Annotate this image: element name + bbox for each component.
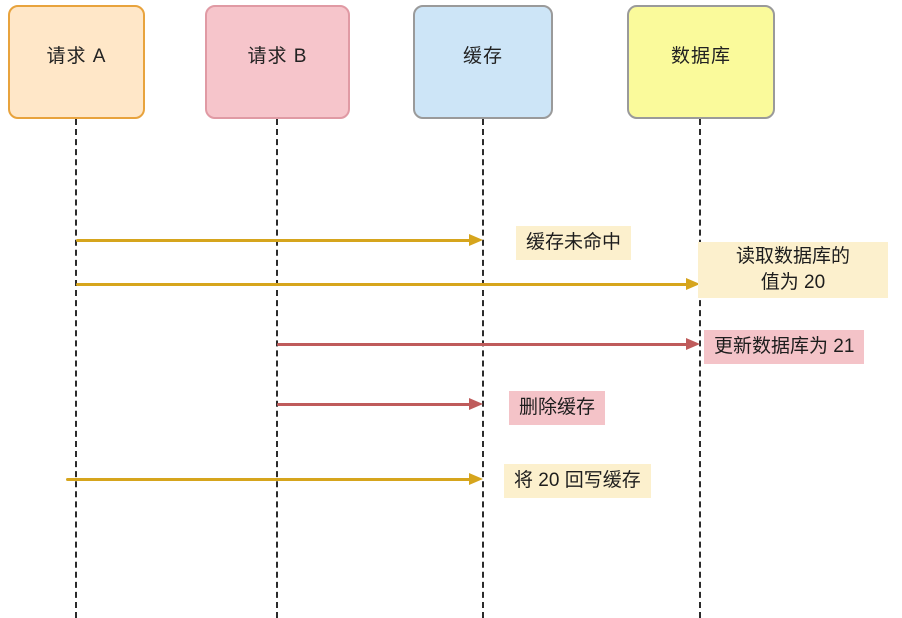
lifeline-database	[699, 119, 701, 618]
arrowhead-right-icon	[686, 278, 700, 290]
arrow-shaft	[277, 343, 689, 346]
actor-cache-label: 缓存	[462, 46, 503, 67]
message-arrow-cache-miss	[76, 234, 483, 247]
lifeline-request-b	[276, 119, 278, 618]
message-arrow-write-back-cache	[66, 473, 483, 486]
message-label-write-back-cache: 将 20 回写缓存	[504, 464, 651, 498]
lifeline-cache	[482, 119, 484, 618]
arrow-shaft	[76, 283, 689, 286]
arrow-shaft	[277, 403, 472, 406]
arrowhead-right-icon	[469, 234, 483, 246]
actor-request-b-label: 请求 B	[247, 46, 308, 67]
arrowhead-right-icon	[469, 398, 483, 410]
actor-cache: 缓存	[413, 5, 553, 119]
message-label-update-database: 更新数据库为 21	[704, 330, 865, 364]
actor-request-a: 请求 A	[8, 5, 145, 119]
arrow-shaft	[76, 239, 472, 242]
actor-database-label: 数据库	[670, 46, 731, 67]
actor-request-a-label: 请求 A	[46, 46, 107, 67]
arrow-shaft	[66, 478, 472, 481]
lifeline-request-a	[75, 119, 77, 618]
message-label-delete-cache: 删除缓存	[509, 391, 606, 425]
actor-database: 数据库	[627, 5, 775, 119]
arrowhead-right-icon	[469, 473, 483, 485]
message-label-cache-miss: 缓存未命中	[516, 226, 632, 260]
actor-request-b: 请求 B	[205, 5, 350, 119]
message-label-read-database: 读取数据库的 值为 20	[698, 242, 888, 298]
message-arrow-delete-cache	[277, 398, 483, 411]
message-arrow-update-database	[277, 338, 700, 351]
arrowhead-right-icon	[686, 338, 700, 350]
message-arrow-read-database	[76, 278, 700, 291]
